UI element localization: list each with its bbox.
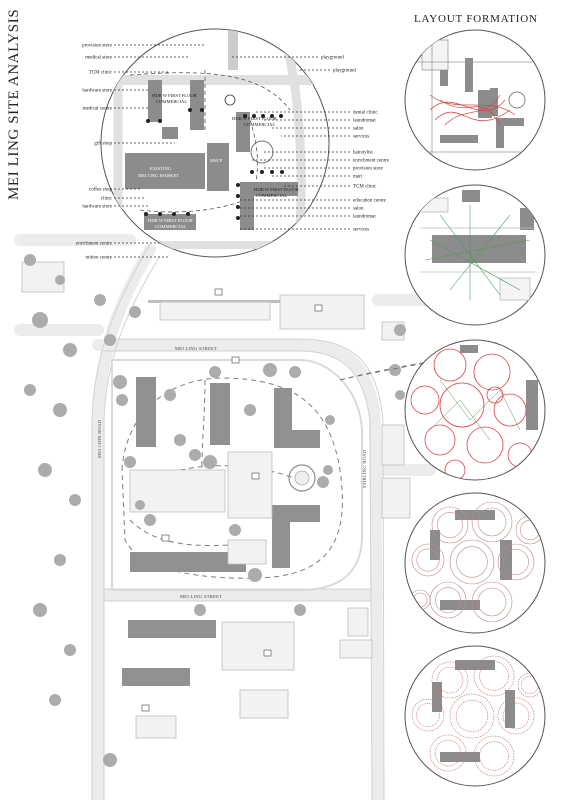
block-label-market-2: MEI LING MARKET bbox=[138, 173, 179, 178]
formation-5-inner-circle bbox=[502, 702, 530, 730]
formation-circle-4 bbox=[404, 492, 546, 634]
left-label-9: hardware store bbox=[82, 205, 112, 210]
formation-circle-1 bbox=[404, 29, 546, 171]
street-label-east: STIRLING ROAD bbox=[362, 449, 367, 488]
tree-canopy bbox=[24, 254, 406, 767]
formation-5-circle bbox=[411, 698, 445, 732]
block-label-hdb-3: HDB W FIRST FLOOR bbox=[254, 187, 300, 192]
block-label-hdb-3b: COMMERCIAL bbox=[256, 193, 287, 198]
street-label-north: MEI LING STREET bbox=[175, 346, 217, 351]
formation-5-inner-circle bbox=[416, 703, 440, 727]
left-label-4: hardware store bbox=[82, 89, 112, 94]
right-label-2: playground bbox=[333, 69, 356, 74]
formation-4-circle bbox=[471, 581, 513, 623]
left-leader-lines bbox=[114, 44, 205, 258]
layout-formation-title: LAYOUT FORMATION bbox=[414, 13, 538, 25]
right-label-3: dental clinic bbox=[353, 111, 378, 116]
right-label-6: services bbox=[353, 135, 369, 140]
left-label-5: medical centre bbox=[83, 107, 113, 112]
right-leader-lines bbox=[230, 56, 350, 230]
left-label-10: enrichment centre bbox=[76, 242, 113, 247]
formation-5-inner-circle bbox=[479, 661, 509, 691]
left-label-8: clinic bbox=[101, 197, 113, 202]
formation-circle-2 bbox=[404, 184, 546, 326]
block-label-hdb-1b: COMMERCIAL bbox=[156, 99, 187, 104]
formation-3-circle bbox=[466, 426, 504, 464]
street-label-west: MEI CHIN ROAD bbox=[97, 419, 102, 458]
formation-4-inner-circle bbox=[437, 512, 463, 538]
formation-3-circle bbox=[444, 459, 466, 480]
formation-3-circle bbox=[410, 385, 440, 415]
block-label-hdb-4b: COMMERCIAL bbox=[155, 224, 186, 229]
right-label-10: mart bbox=[353, 175, 363, 180]
base-site-plan: MEI LING STREET MEI LING STREET MEI CHIN… bbox=[14, 234, 441, 800]
estate-ring-road bbox=[111, 359, 363, 591]
block-label-hdb-4: HDB W FIRST FLOOR bbox=[148, 218, 194, 223]
formation-5-inner-circle bbox=[455, 699, 489, 733]
formation-3-circle bbox=[493, 393, 527, 427]
formation-4-circle bbox=[411, 543, 445, 577]
right-labels: playground playground dental clinic laundro… bbox=[321, 56, 390, 233]
formation-4-circle bbox=[449, 539, 495, 585]
formation-4-circle bbox=[471, 501, 513, 543]
formation-3-circle bbox=[424, 424, 456, 456]
estate-blocks bbox=[122, 300, 348, 686]
formation-3-circle bbox=[486, 386, 504, 404]
formation-5-circle bbox=[473, 735, 515, 777]
formation-4-inner-circle bbox=[477, 507, 507, 537]
estate-light-blocks bbox=[21, 261, 411, 739]
block-label-market-1: EXISTING bbox=[150, 166, 172, 171]
roundabout bbox=[288, 464, 316, 492]
left-label-11: tuition centre bbox=[85, 256, 112, 261]
formation-4-circle bbox=[497, 543, 535, 581]
formation-4-inner-circle bbox=[435, 587, 461, 613]
formation-4-inner-circle bbox=[456, 546, 488, 578]
formation-5-circle bbox=[497, 697, 535, 735]
formation-5-inner-circle bbox=[434, 739, 462, 767]
block-label-hdb-1: HDB W FIRST FLOOR bbox=[152, 93, 198, 98]
left-label-1: provision store bbox=[82, 44, 113, 49]
block-label-mscp: MSCP bbox=[210, 158, 223, 163]
formation-circle-3 bbox=[404, 339, 546, 481]
right-label-11: TCM clinic bbox=[353, 185, 377, 190]
right-label-12: education centre bbox=[353, 199, 387, 204]
formation-3-circle bbox=[473, 353, 511, 391]
right-label-14: laundromat bbox=[353, 215, 376, 220]
formation-5-circle bbox=[449, 693, 495, 739]
right-label-1: playground bbox=[321, 56, 344, 61]
formation-circle-5 bbox=[404, 645, 546, 787]
context-roads bbox=[14, 234, 436, 800]
right-label-5: salon bbox=[353, 127, 364, 132]
layout-formation-circles bbox=[404, 29, 546, 787]
right-label-15: services bbox=[353, 228, 369, 233]
formation-3-circle bbox=[439, 382, 485, 428]
bus-stop-icons bbox=[141, 288, 323, 712]
right-label-9: provision store bbox=[353, 167, 384, 172]
right-label-8: enrichment centre bbox=[353, 159, 390, 164]
formation-5-inner-circle bbox=[479, 741, 509, 771]
right-label-4: laundromat bbox=[353, 119, 376, 124]
formation-5-circle bbox=[429, 734, 467, 772]
formation-3-circle bbox=[433, 348, 467, 382]
left-label-3: TCM clinic bbox=[89, 71, 113, 76]
formation-4-inner-circle bbox=[416, 548, 440, 572]
formation-5-circle bbox=[473, 655, 515, 697]
block-label-hdb-2b: COMMERCIAL bbox=[244, 122, 275, 127]
block-label-hdb-2: HDB W FIRST FLOOR bbox=[232, 116, 278, 121]
formation-4-inner-circle bbox=[477, 587, 507, 617]
formation-4-inner-circle bbox=[503, 549, 529, 575]
formation-5-circle bbox=[431, 661, 469, 699]
street-label-south: MEI LING STREET bbox=[180, 594, 222, 599]
formation-5-inner-circle bbox=[436, 666, 464, 694]
left-label-2: medical store bbox=[85, 56, 113, 61]
formation-4-circle bbox=[431, 506, 469, 544]
left-label-7: coffee shop bbox=[89, 188, 113, 193]
right-label-7: hairstylist bbox=[353, 151, 373, 156]
right-label-13: salon bbox=[353, 207, 364, 212]
left-label-6: gift shop bbox=[94, 142, 112, 147]
